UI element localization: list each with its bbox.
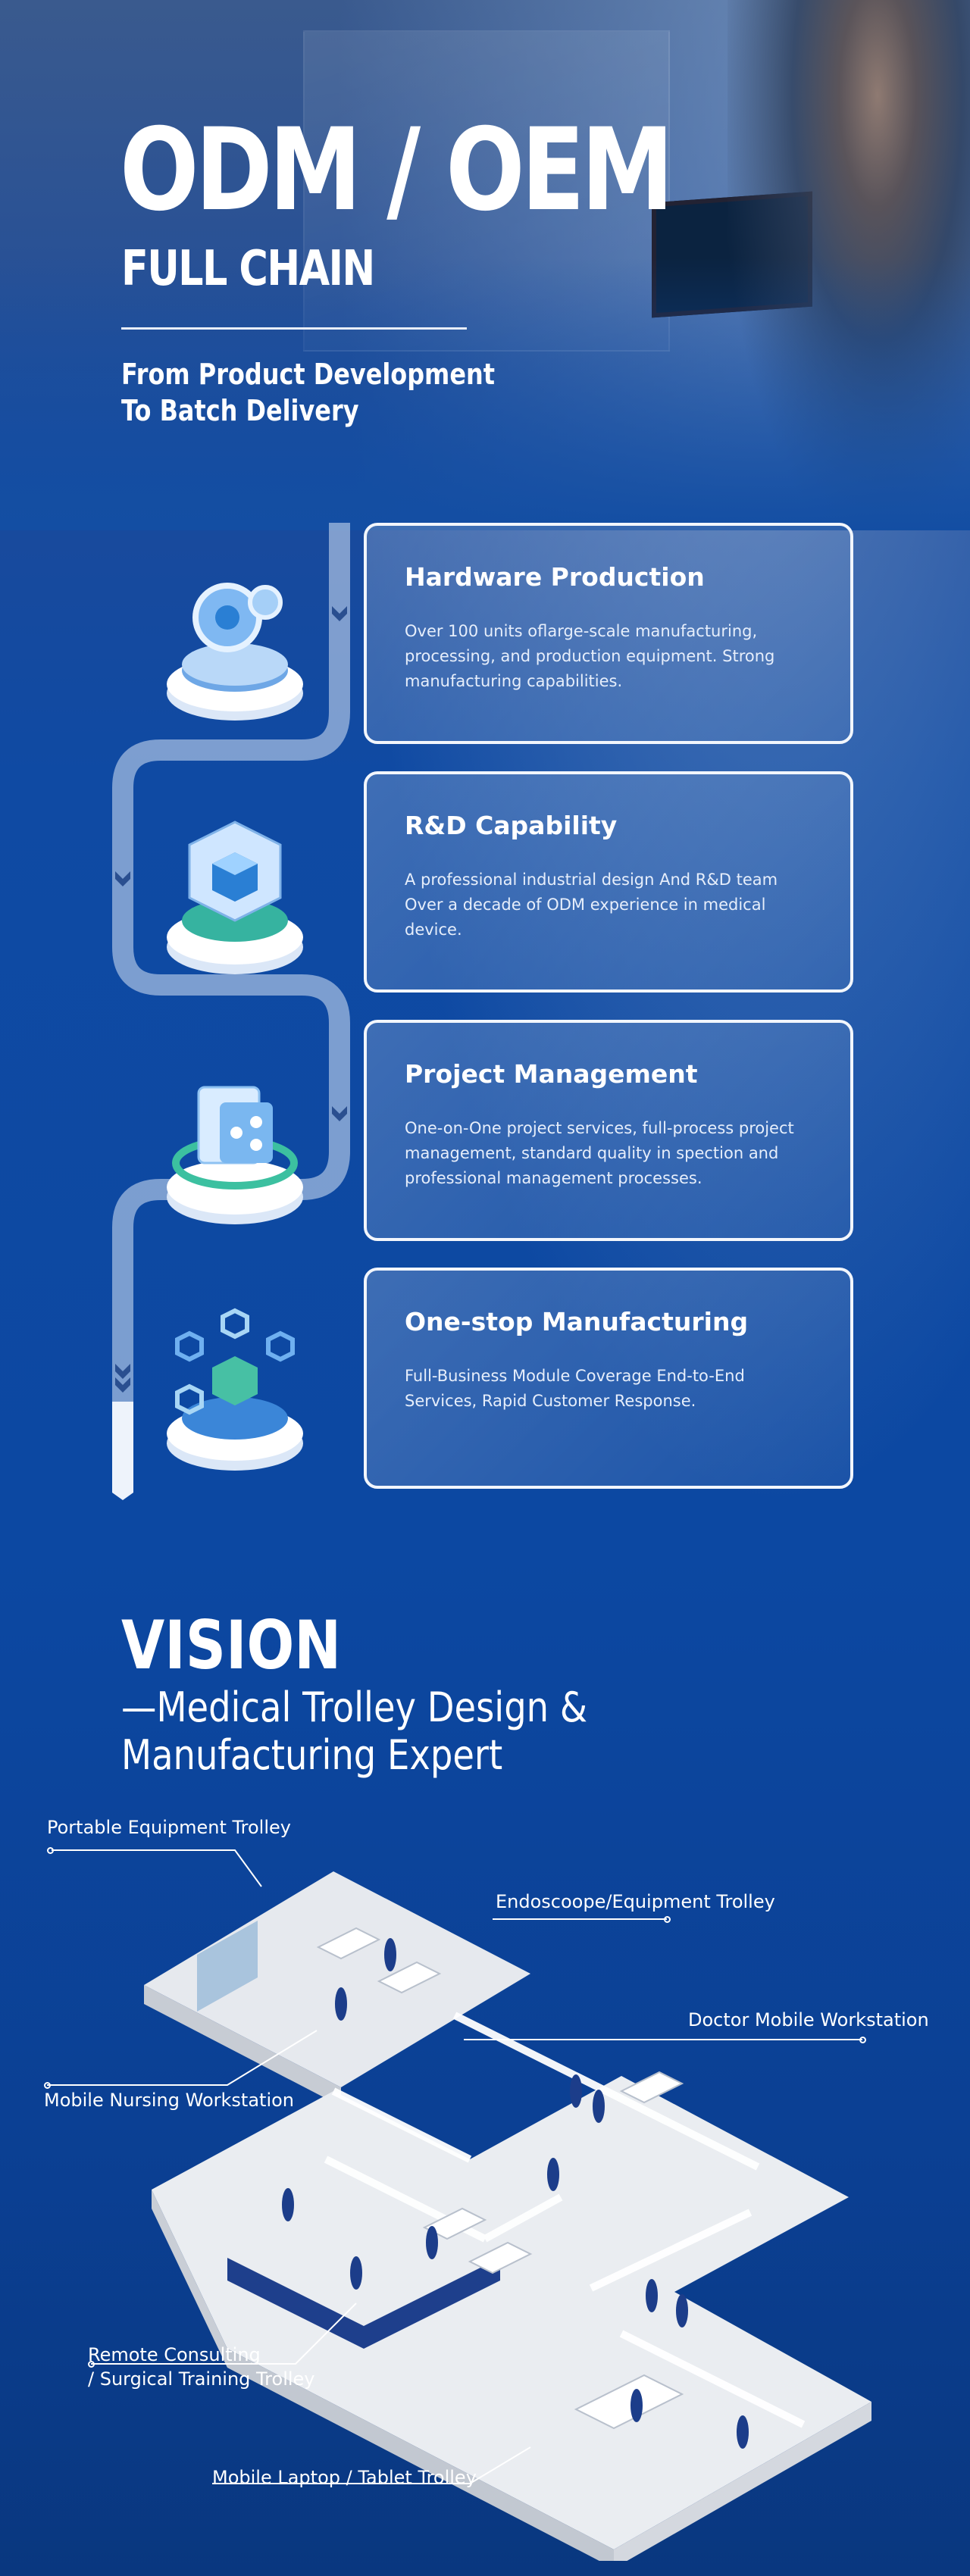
feature-title: One-stop Manufacturing: [405, 1307, 749, 1336]
feature-text: Full-Business Module Coverage End-to-End…: [405, 1367, 745, 1410]
label-endoscope-trolley: Endoscoope/Equipment Trolley: [496, 1891, 775, 1912]
hero-divider: [121, 327, 467, 330]
feature-title: Hardware Production: [405, 562, 705, 592]
vision-title: VISION: [121, 1606, 342, 1684]
hero-fade: [0, 258, 970, 530]
feature-card-hardware: Hardware Production Over 100 units oflar…: [364, 523, 853, 744]
label-remote-line1: Remote Consulting: [88, 2344, 261, 2365]
label-laptop-trolley: Mobile Laptop / Tablet Trolley: [212, 2467, 477, 2488]
vision-subtitle: —Medical Trolley Design & Manufacturing …: [121, 1683, 588, 1779]
feature-card-onestop: One-stop Manufacturing Full-Business Mod…: [364, 1268, 853, 1489]
feature-text: Over 100 units oflarge-scale manufacturi…: [405, 622, 775, 690]
leader-dot: [664, 1916, 671, 1923]
feature-card-rnd: R&D Capability A professional industrial…: [364, 771, 853, 993]
tagline-line-2: To Batch Delivery: [121, 394, 359, 427]
feature-title: Project Management: [405, 1059, 698, 1089]
feature-text: A professional industrial design And R&D…: [405, 871, 778, 939]
label-portable-trolley: Portable Equipment Trolley: [47, 1817, 291, 1838]
network-icon: [167, 1308, 303, 1471]
leader-dot: [47, 1847, 54, 1854]
label-nursing-workstation: Mobile Nursing Workstation: [44, 2090, 294, 2111]
feature-text: One-on-One project services, full-proces…: [405, 1119, 794, 1187]
hero-subtitle: FULL CHAIN: [121, 241, 375, 297]
share-icon: [167, 1086, 303, 1224]
leader-dot: [88, 2361, 95, 2368]
feature-title: R&D Capability: [405, 811, 618, 840]
hospital-floorplan: [47, 1849, 871, 2561]
hero-title: ODM / OEM: [120, 105, 674, 236]
cube-icon: [167, 821, 303, 974]
hero-background-photo: [0, 0, 970, 530]
gear-icon: [167, 583, 303, 721]
label-doctor-workstation: Doctor Mobile Workstation: [688, 2009, 929, 2030]
feature-card-project: Project Management One-on-One project se…: [364, 1020, 853, 1241]
label-remote-consulting: Remote Consulting / Surgical Training Tr…: [88, 2343, 315, 2391]
tagline-line-1: From Product Development: [121, 358, 495, 391]
leader-dot: [859, 2037, 866, 2043]
label-remote-line2: / Surgical Training Trolley: [88, 2368, 315, 2390]
hero-tagline: From Product Development To Batch Delive…: [121, 356, 495, 429]
leader-dot: [44, 2082, 51, 2089]
